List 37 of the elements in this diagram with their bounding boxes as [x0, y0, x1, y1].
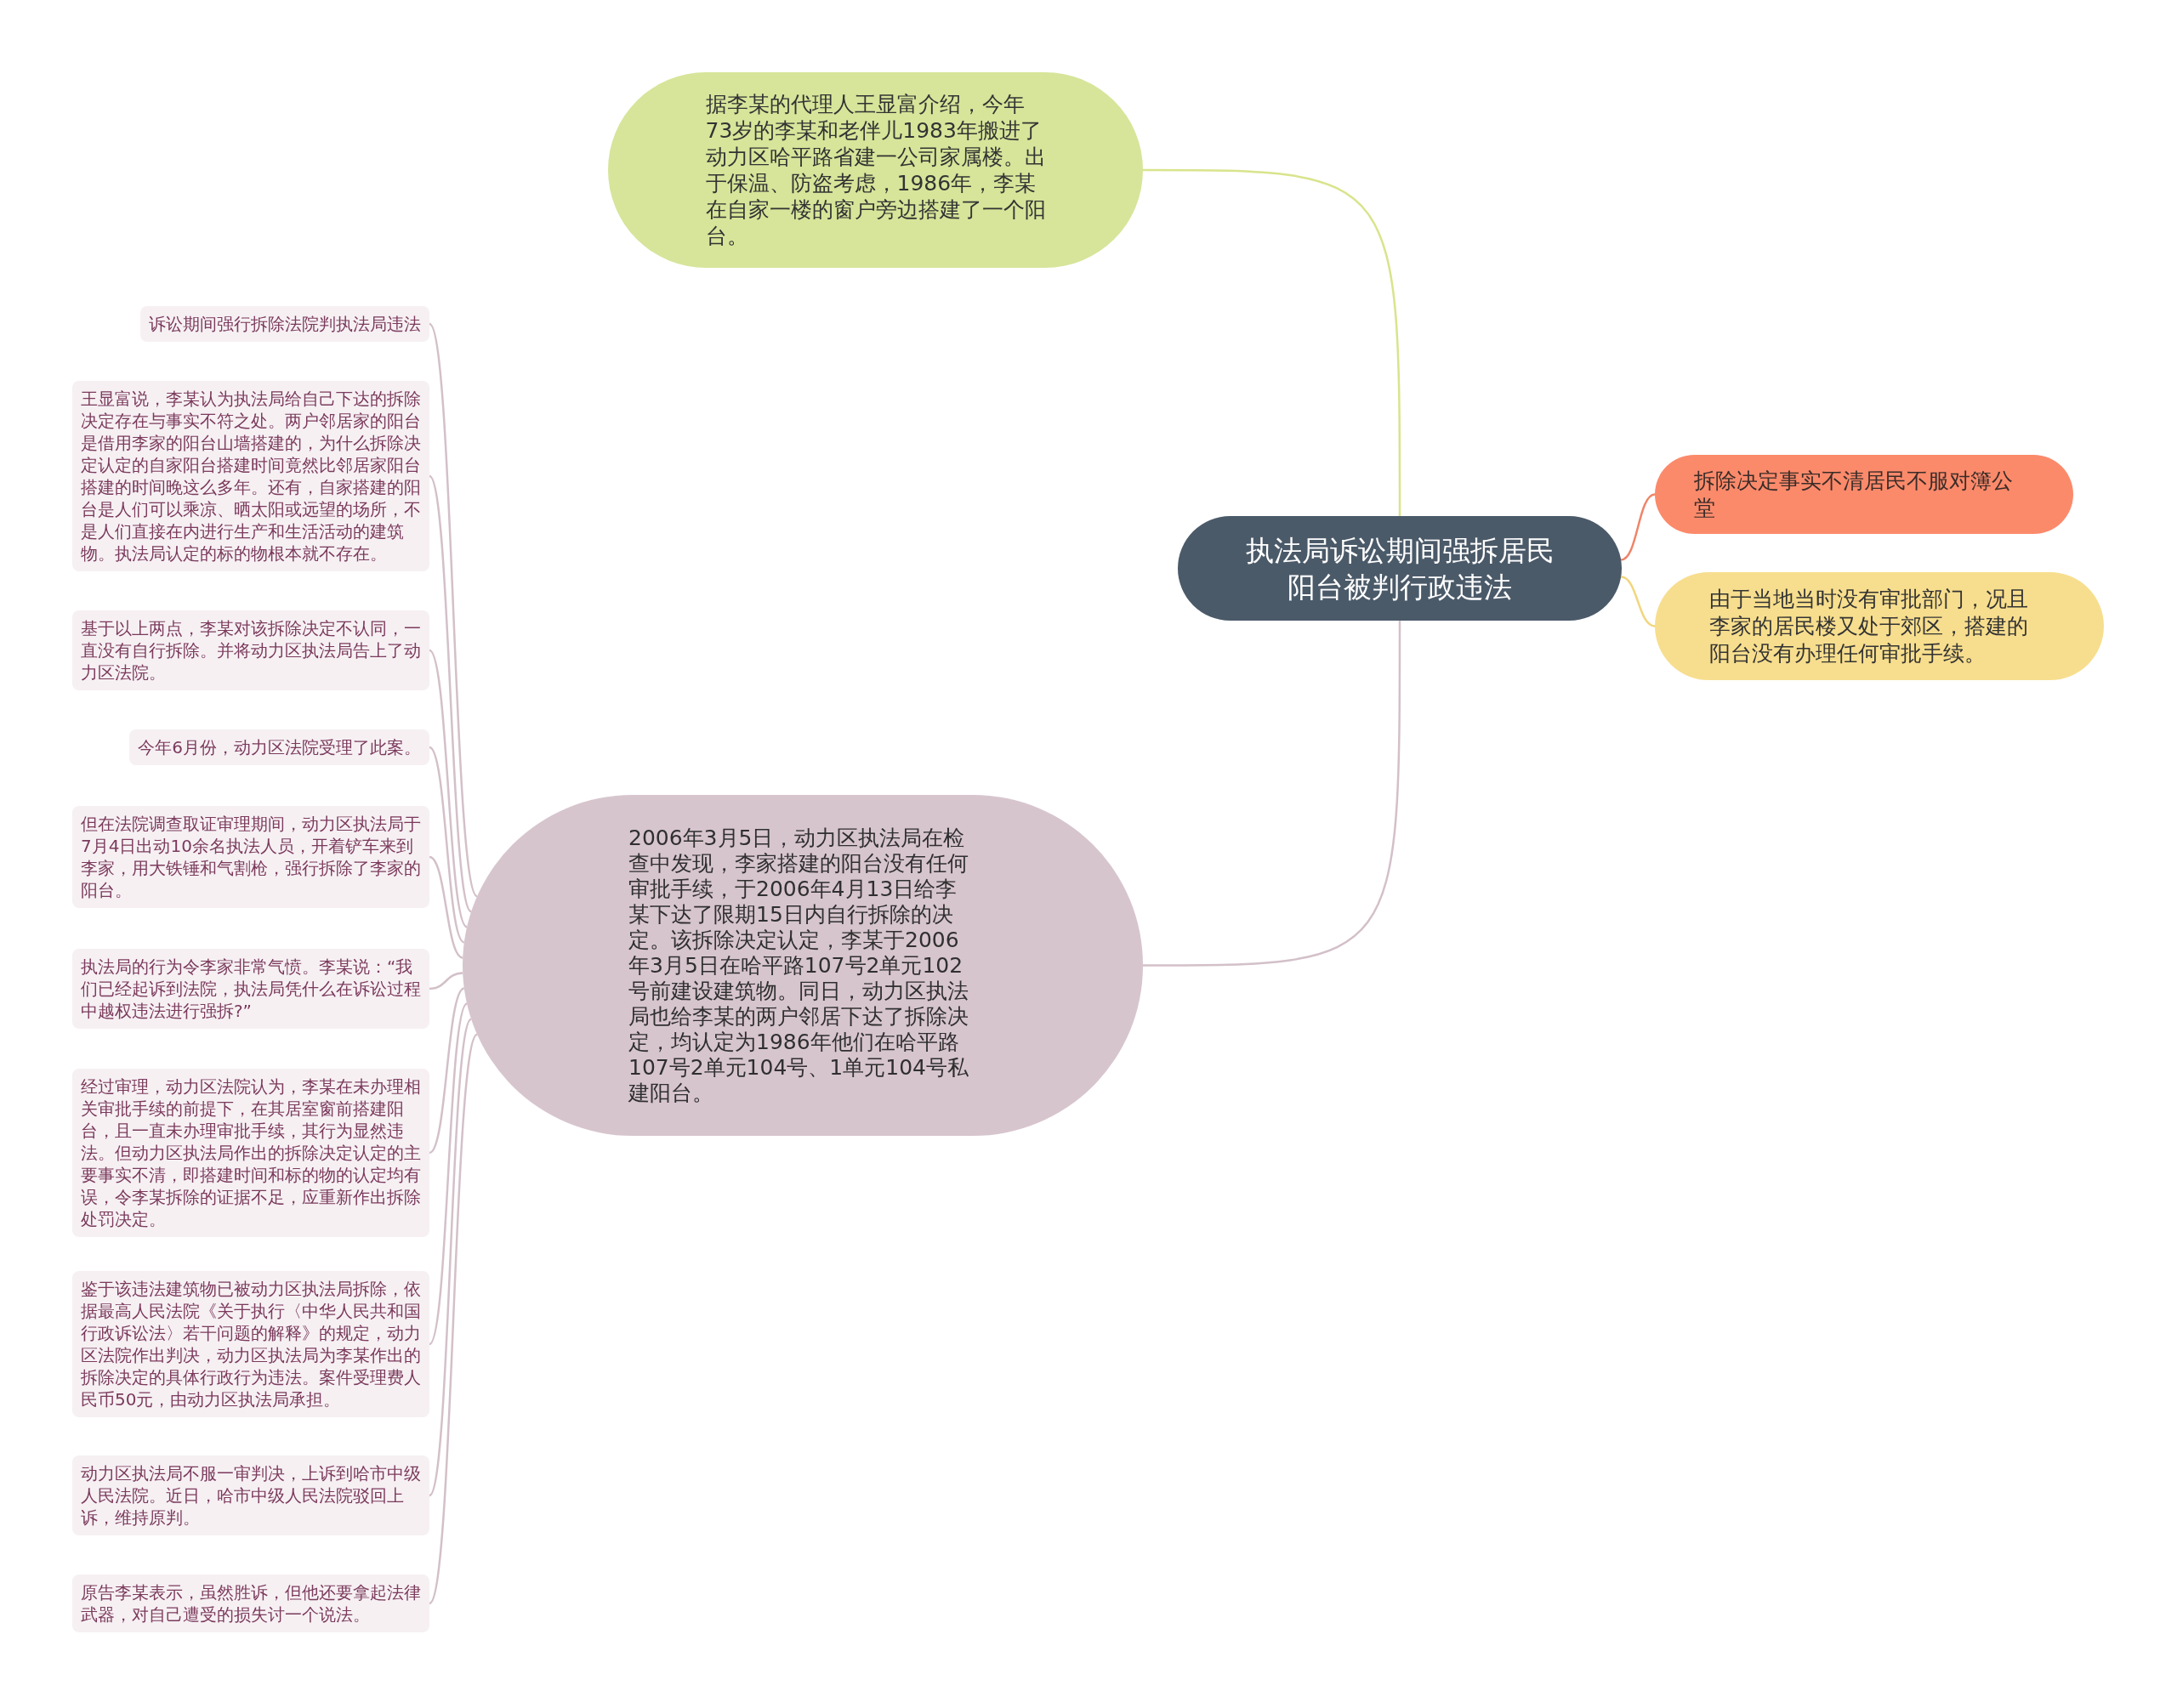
note-card	[72, 1455, 429, 1535]
note-text: 鉴于该违法建筑物已被动力区执法局拆除，依据最高人民法院《关于执行〈中华人民共和国行政诉讼法〉若干问题的解释》的规定，动力区法院作出判决，动力区执法局为李某作出的拆除决定的具体行政行为违法。案件受理费人民币50元，由动力区执法局承担。	[81, 1278, 421, 1410]
topic-text: 2006年3月5日，动力区执法局在检查中发现，李家搭建的阳台没有任何审批手续，于2006年4月13日给李某下达了限期15日内自行拆除的决定。该拆除决定认定，李某于2006年3月5日在哈平路107号2单元102号前建设建筑物。同日，动力区执法局也给李某的两户邻居下达了拆除决定，均认定为1986年他们在哈平路107号2单元104号、1单元104号私建阳台。	[628, 825, 969, 1106]
connector-line	[1620, 576, 1656, 627]
connector-line	[429, 650, 469, 928]
note-text: 诉讼期间强行拆除法院判执法局违法	[149, 313, 421, 335]
topic-text: 由于当地当时没有审批部门，况且李家的居民楼又处于郊区，搭建的阳台没有办理任何审批手续。	[1709, 585, 2029, 667]
note-card	[129, 729, 429, 765]
note-card	[72, 949, 429, 1029]
connector-line	[1620, 493, 1656, 561]
note-card	[72, 806, 429, 908]
central-topic-text: 执法局诉讼期间强拆居民阳台被判行政违法	[1244, 532, 1555, 605]
topic-text: 拆除决定事实不清居民不服对簿公堂	[1694, 467, 2014, 522]
note-card	[72, 1575, 429, 1632]
note-text: 但在法院调查取证审理期间，动力区执法局于7月4日出动10余名执法人员，开着铲车来到李家，用大铁锤和气割枪，强行拆除了李家的阳台。	[81, 813, 421, 901]
note-text: 执法局的行为令李家非常气愤。李某说：“我们已经起诉到法院，执法局凭什么在诉讼过程中越权违法进行强拆?”	[81, 956, 421, 1022]
topic-text: 据李某的代理人王显富介绍，今年73岁的李某和老伴儿1983年搬进了动力区哈平路省建一公司家属楼。出于保温、防盗考虑，1986年，李某在自家一楼的窗户旁边搭建了一个阳台。	[705, 91, 1046, 249]
note-text: 基于以上两点，李某对该拆除决定不认同，一直没有自行拆除。并将动力区执法局告上了动力区法院。	[81, 617, 421, 684]
note-card	[72, 610, 429, 690]
connector-line	[428, 1019, 473, 1496]
connector-line	[429, 746, 465, 944]
connector-line	[429, 987, 465, 1154]
connector-line	[428, 1034, 479, 1604]
connector-line	[428, 475, 473, 912]
note-text: 经过审理，动力区法院认为，李某在未办理相关审批手续的前提下，在其居室窗前搭建阳台，且一直未办理审批手续，其行为显然违法。但动力区执法局作出的拆除决定认定的主要事实不清，即搭建时间和标的物的认定均有误，令李某拆除的证据不足，应重新作出拆除处罚决定。	[81, 1075, 421, 1230]
note-text: 动力区执法局不服一审判决，上诉到哈市中级人民法院。近日，哈市中级人民法院驳回上诉，维持原判。	[81, 1462, 421, 1529]
connector-line	[428, 323, 479, 897]
note-text: 今年6月份，动力区法院受理了此案。	[138, 736, 421, 758]
connector-line	[428, 1002, 469, 1345]
connector-line	[1143, 168, 1401, 516]
connector-line	[429, 855, 463, 959]
topic-bubble	[463, 795, 1143, 1136]
note-text: 原告李某表示，虽然胜诉，但他还要拿起法律武器，对自己遭受的损失讨一个说法。	[81, 1581, 421, 1626]
note-card	[140, 306, 429, 342]
connector-line	[1143, 621, 1401, 967]
connector-line	[429, 972, 463, 990]
note-text: 王显富说，李某认为执法局给自己下达的拆除决定存在与事实不符之处。两户邻居家的阳台是借用李家的阳台山墙搭建的，为什么拆除决定认定的自家阳台搭建时间竟然比邻居家阳台搭建的时间晚这么多年。还有，自家搭建的阳台是人们可以乘凉、晒太阳或远望的场所，不是人们直接在内进行生产和生活活动的建筑物。执法局认定的标的物根本就不存在。	[81, 388, 421, 565]
